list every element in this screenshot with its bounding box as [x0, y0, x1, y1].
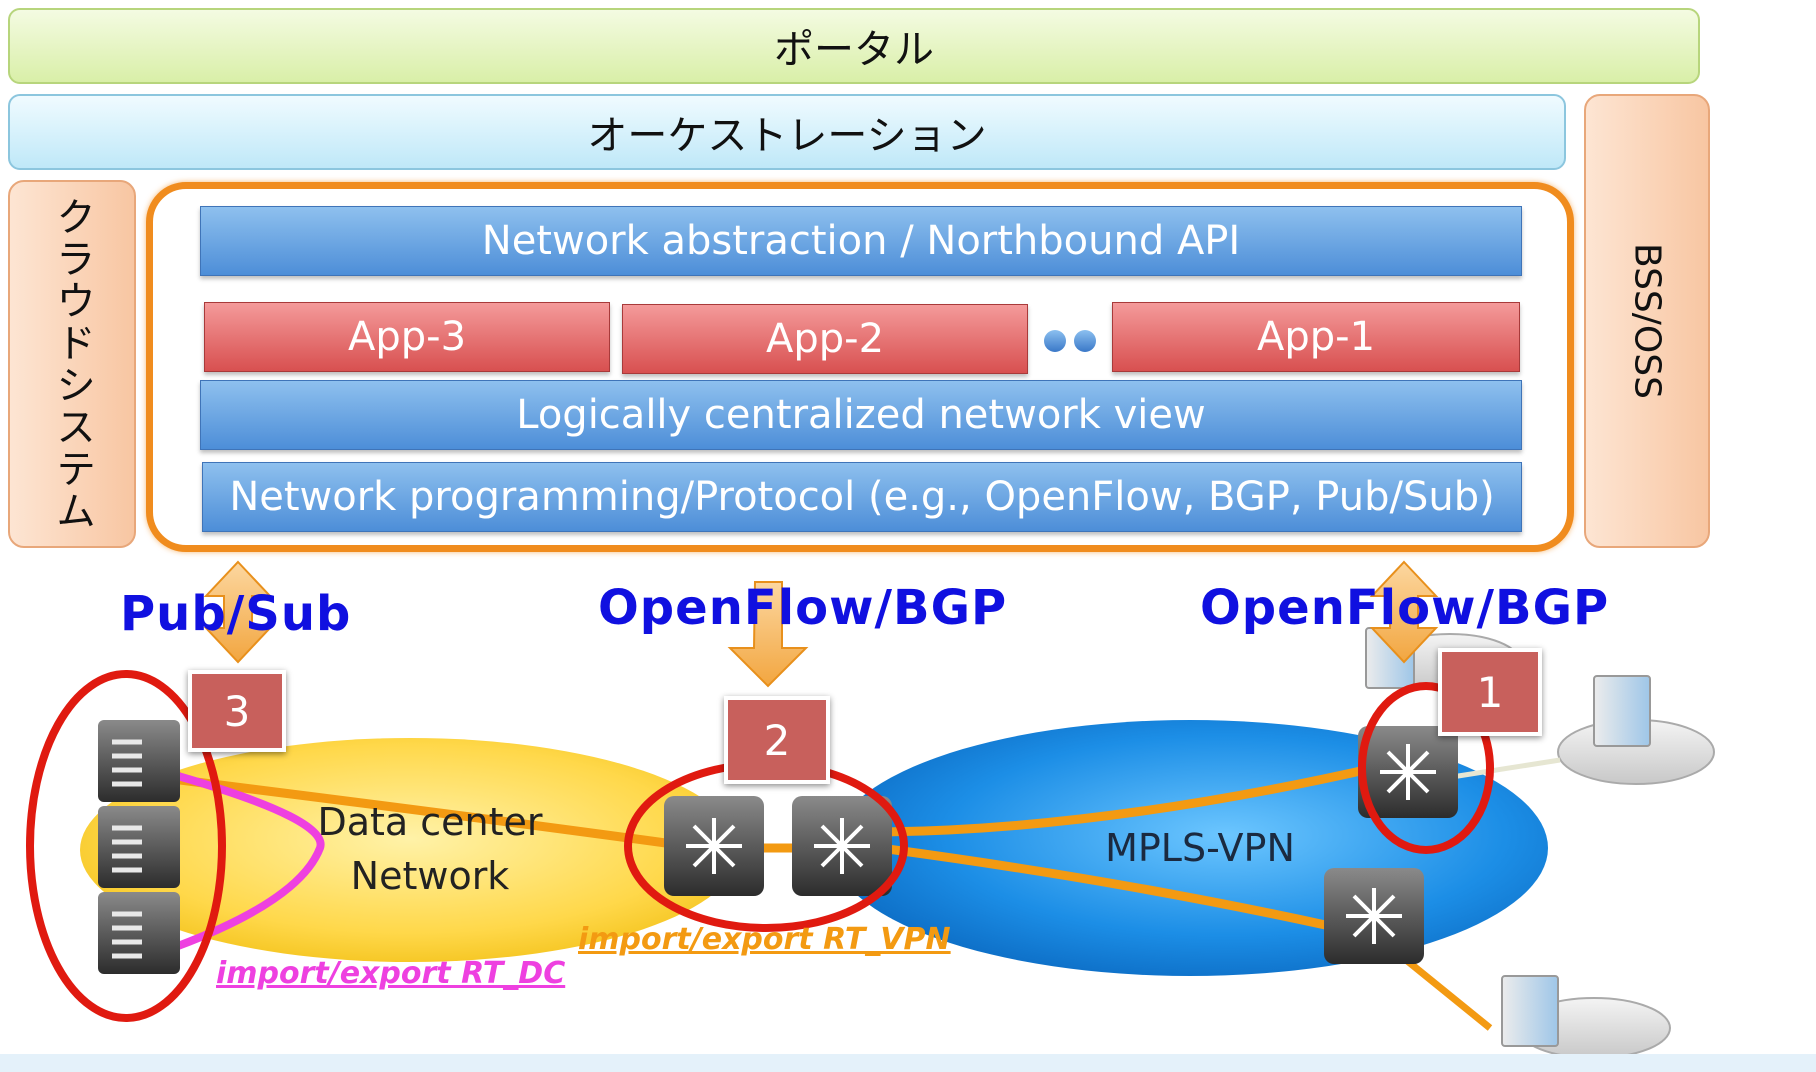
pubsub-double-arrow — [203, 560, 273, 664]
portal-layer: ポータル — [8, 8, 1700, 84]
dc-internal-path — [176, 772, 325, 950]
site-server — [1593, 675, 1651, 747]
network-view-label: Logically centralized network view — [516, 392, 1206, 438]
openflow-down-arrow — [727, 581, 809, 688]
datacenter-label-line2: Network — [350, 854, 510, 898]
app-3-box: App-3 — [204, 302, 610, 372]
site-link-orange — [1397, 952, 1493, 1031]
ellipsis-dot — [1074, 330, 1096, 352]
app-2-box: App-2 — [622, 304, 1028, 374]
network-programming-label: Network programming/Protocol (e.g., Open… — [229, 474, 1495, 520]
protocol-label-pubsub: Pub/Sub — [120, 586, 352, 642]
app-3-label: App-3 — [347, 314, 467, 360]
pe-router-right — [792, 796, 892, 896]
mpls-link-upper — [879, 763, 1375, 837]
highlight-datacenter — [26, 670, 226, 1022]
portal-label: ポータル — [774, 27, 934, 73]
mpls-link-lower — [879, 843, 1331, 931]
ellipsis-dot — [1044, 330, 1066, 352]
bottom-strip — [0, 1054, 1816, 1072]
rt-vpn-label: import/export RT_VPN — [578, 922, 951, 957]
datacenter-server-stack — [98, 720, 180, 974]
protocol-label-openflow-right: OpenFlow/BGP — [1200, 580, 1610, 636]
step-badge-3: 3 — [188, 670, 286, 752]
northbound-api-label: Network abstraction / Northbound API — [481, 218, 1241, 264]
app-1-label: App-1 — [1256, 314, 1376, 360]
edge-router-bottom — [1324, 868, 1424, 964]
network-programming-bar: Network programming/Protocol (e.g., Open… — [202, 462, 1522, 532]
app-1-box: App-1 — [1112, 302, 1520, 372]
bss-oss-label: BSS/OSS — [1626, 243, 1668, 399]
edge-router-top — [1358, 726, 1458, 818]
northbound-api-bar: Network abstraction / Northbound API — [200, 206, 1522, 276]
openflow-double-arrow — [1369, 560, 1439, 664]
datacenter-label-line1: Data center — [317, 800, 543, 844]
mpls-vpn-label: MPLS-VPN — [1105, 826, 1295, 870]
network-view-bar: Logically centralized network view — [200, 380, 1522, 450]
step-badge-2: 2 — [724, 696, 830, 784]
orchestration-layer: オーケストレーション — [8, 94, 1566, 170]
bss-oss-panel: BSS/OSS — [1584, 94, 1710, 548]
dc-to-pe-link — [171, 769, 703, 853]
cloud-system-panel: クラウドシステム — [8, 180, 136, 548]
cloud-system-label: クラウドシステム — [49, 196, 95, 532]
pe-router-left — [664, 796, 764, 896]
orchestration-label: オーケストレーション — [587, 113, 987, 159]
app-2-label: App-2 — [765, 316, 885, 362]
rt-dc-label: import/export RT_DC — [216, 956, 566, 991]
highlight-edge-router — [1358, 682, 1494, 854]
protocol-label-openflow-middle: OpenFlow/BGP — [598, 580, 1008, 636]
site-server — [1501, 975, 1559, 1047]
step-badge-1: 1 — [1438, 648, 1542, 736]
